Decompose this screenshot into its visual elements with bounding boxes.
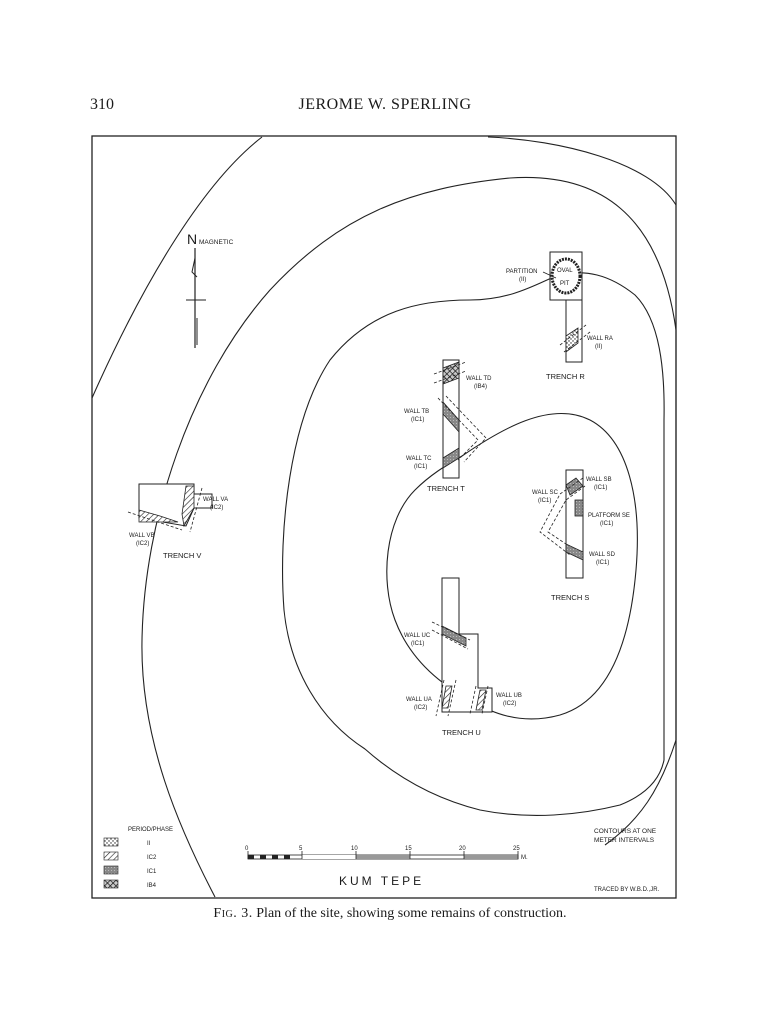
trench-u: WALL UC (IC1) WALL UA (IC2) WALL UB (IC2… [404, 577, 522, 737]
legend-swatch-ib4 [103, 879, 119, 889]
trench-s: WALL SB (IC1) WALL SC (IC1) PLATFORM SE … [532, 469, 630, 602]
north-magnetic-label: MAGNETIC [199, 239, 234, 246]
scale-bar: 0 5 10 15 20 25 M. [245, 846, 528, 861]
trench-v-label: TRENCH V [163, 551, 201, 560]
partition-label: PARTITION [506, 269, 537, 275]
wall-tc-label: WALL TC [406, 456, 432, 462]
legend-swatch-ii [103, 837, 119, 847]
scale-tick-15: 15 [405, 846, 412, 852]
wall-vb-phase: (IC2) [136, 541, 149, 547]
wall-uc-label: WALL UC [404, 633, 431, 639]
scale-tick-0: 0 [245, 846, 249, 852]
map-title: KUM TEPE [339, 874, 424, 888]
wall-sc-phase: (IC1) [538, 498, 551, 504]
wall-tb-phase: (IC1) [411, 417, 424, 423]
wall-ra-label: WALL RA [587, 336, 613, 342]
trench-t: WALL TD (IB4) WALL TB (IC1) WALL TC (IC1… [404, 359, 492, 493]
wall-sd-phase: (IC1) [596, 560, 609, 566]
oval-pit-label-2: PIT [560, 281, 570, 287]
wall-sb [565, 477, 584, 496]
wall-uc-phase: (IC1) [411, 641, 424, 647]
wall-uc [441, 625, 467, 647]
trench-s-label: TRENCH S [551, 593, 589, 602]
wall-tc [442, 447, 460, 469]
wall-sb-phase: (IC1) [594, 485, 607, 491]
wall-sd [565, 543, 584, 561]
page-header: 310 JEROME W. SPERLING [90, 96, 680, 120]
contour-middle [141, 176, 677, 898]
platform-se-label: PLATFORM SE [588, 513, 630, 519]
legend-title: PERIOD/PHASE [128, 827, 173, 833]
wall-sd-label: WALL SD [589, 552, 616, 558]
caption-text: Plan of the site, showing some remains o… [256, 906, 567, 921]
scale-tick-25: 25 [513, 846, 520, 852]
oval-pit-label-1: OVAL [557, 268, 573, 274]
contour-upper [487, 136, 677, 206]
contour-inner [386, 412, 638, 720]
figure-caption: Fig. 3. Plan of the site, showing some r… [90, 906, 690, 922]
legend-label-ic2: IC2 [147, 855, 157, 861]
contour-lines [91, 136, 677, 898]
scale-tick-5: 5 [299, 846, 303, 852]
oval-pit [550, 257, 582, 295]
wall-td-phase: (IB4) [474, 384, 487, 390]
trench-u-label: TRENCH U [442, 728, 481, 737]
wall-ua [441, 685, 453, 709]
legend-label-ib4: IB4 [147, 883, 157, 889]
scale-tick-20: 20 [459, 846, 466, 852]
wall-va-label: WALL VA [203, 497, 228, 503]
caption-label: Fig. 3. [213, 906, 253, 921]
trench-r: OVAL PIT PARTITION (II) WALL RA (II) TRE… [506, 251, 613, 381]
wall-td-label: WALL TD [466, 376, 492, 382]
traced-by: TRACED BY W.B.D.,JR. [594, 887, 660, 893]
wall-va [181, 485, 195, 528]
wall-ua-label: WALL UA [406, 697, 432, 703]
wall-tb-label: WALL TB [404, 409, 429, 415]
partition-phase: (II) [519, 277, 526, 283]
wall-ub-label: WALL UB [496, 693, 522, 699]
wall-ua-phase: (IC2) [414, 705, 427, 711]
contour-note-2: METER INTERVALS [594, 837, 655, 844]
running-head: JEROME W. SPERLING [298, 96, 472, 113]
wall-vb-label: WALL VB [129, 533, 155, 539]
platform-se-phase: (IC1) [600, 521, 613, 527]
legend-swatch-ic2 [103, 851, 119, 861]
scale-tick-10: 10 [351, 846, 358, 852]
scale-unit: M. [521, 855, 528, 861]
north-letter: N [187, 231, 197, 247]
wall-tc-phase: (IC1) [414, 464, 427, 470]
contour-outer [91, 136, 263, 399]
legend: PERIOD/PHASE II IC2 IC1 IB4 [103, 827, 173, 889]
legend-label-ii: II [147, 841, 151, 847]
wall-ra [565, 327, 579, 353]
trench-v: WALL VA (IC2) WALL VB (IC2) TRENCH V [127, 483, 228, 560]
platform-se [574, 499, 584, 517]
wall-va-phase: (IC2) [210, 505, 223, 511]
page-number: 310 [90, 96, 114, 113]
wall-ra-phase: (II) [595, 344, 602, 350]
wall-ub-phase: (IC2) [503, 701, 516, 707]
wall-td [442, 361, 460, 385]
wall-ub [475, 689, 487, 711]
contour-note-1: CONTOURS AT ONE [594, 828, 657, 835]
legend-label-ic1: IC1 [147, 869, 157, 875]
wall-sb-label: WALL SB [586, 477, 612, 483]
trench-r-label: TRENCH R [546, 372, 585, 381]
legend-swatch-ic1 [103, 865, 119, 875]
trench-t-label: TRENCH T [427, 484, 465, 493]
wall-sc-label: WALL SC [532, 490, 559, 496]
north-arrow: N MAGNETIC [186, 231, 234, 348]
